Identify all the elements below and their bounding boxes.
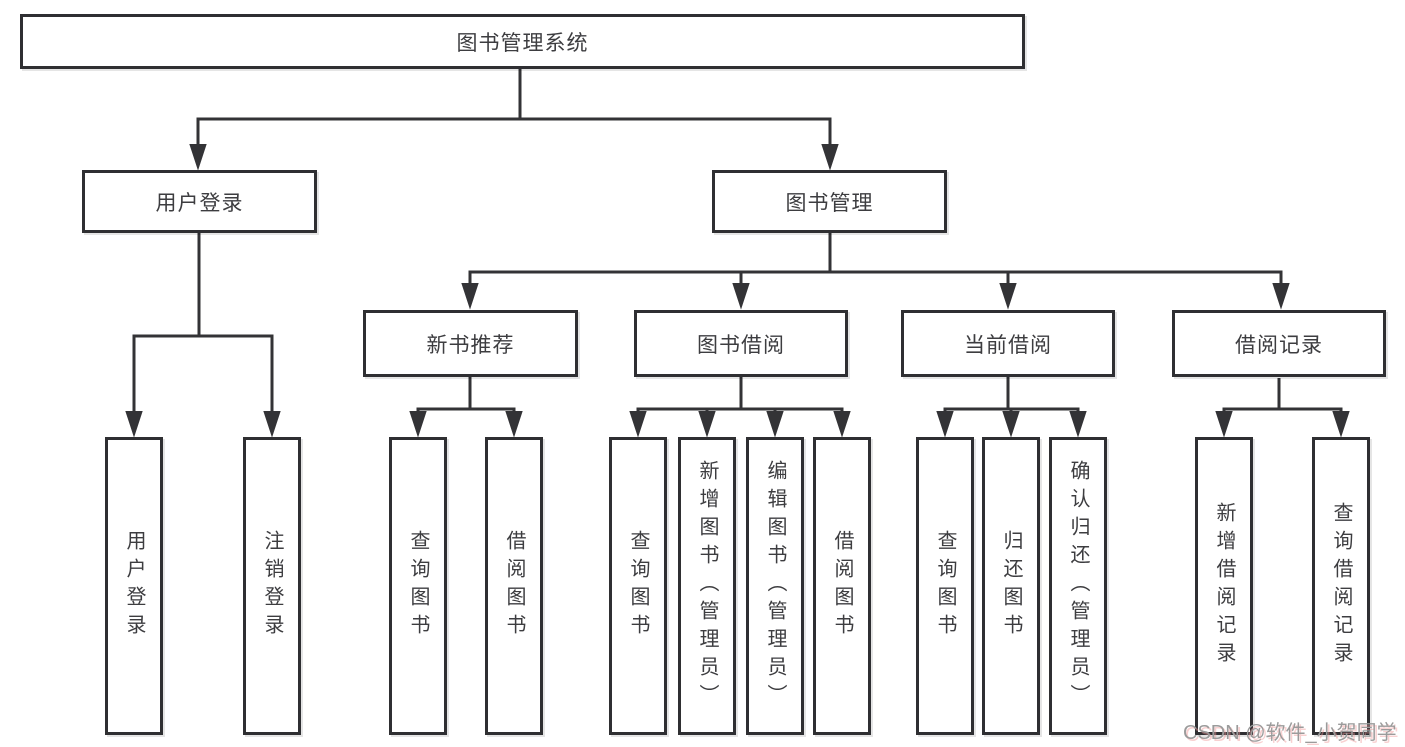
node-label: 用户登录 [123, 530, 145, 642]
leaf-borrow-borrow-books: 借阅图书 [813, 437, 871, 735]
arrow-down-icon [833, 411, 851, 438]
arrow-down-icon [732, 283, 750, 310]
arrow-down-icon [1002, 411, 1020, 438]
leaf-logout: 注销登录 [243, 437, 301, 735]
node-label: 图书管理 [785, 191, 874, 215]
arrow-down-icon [409, 411, 427, 438]
arrow-down-icon [999, 283, 1017, 310]
arrowheads [125, 144, 1350, 438]
arrow-down-icon [766, 411, 784, 438]
node-label: 查询图书 [627, 530, 649, 642]
node-label: 新增借阅记录 [1213, 502, 1235, 670]
node-new-book-recommendation: 新书推荐 [363, 310, 578, 377]
leaf-recommend-borrow-books: 借阅图书 [485, 437, 543, 735]
arrow-down-icon [629, 411, 647, 438]
node-label: 图书管理系统 [456, 31, 589, 55]
leaf-borrow-add-books-admin: 新增图书（管理员） [678, 437, 736, 735]
node-label: 查询图书 [407, 530, 429, 642]
node-label: 归还图书 [1000, 530, 1022, 642]
node-book-management: 图书管理 [712, 170, 947, 233]
arrow-down-icon [936, 411, 954, 438]
arrow-down-icon [1272, 283, 1290, 310]
leaf-current-confirm-return-admin: 确认归还（管理员） [1049, 437, 1107, 735]
node-current-borrowing: 当前借阅 [901, 310, 1115, 377]
arrow-down-icon [821, 144, 839, 171]
node-label: 新书推荐 [426, 333, 515, 357]
node-label: 查询借阅记录 [1330, 502, 1352, 670]
node-borrowing-records: 借阅记录 [1172, 310, 1386, 377]
node-label: 借阅图书 [503, 530, 525, 642]
node-label: 用户登录 [155, 191, 244, 215]
node-label: 借阅图书 [831, 530, 853, 642]
arrow-down-icon [1069, 411, 1087, 438]
watermark: CSDN @软件_小贺同学 [1183, 722, 1397, 744]
arrow-down-icon [461, 283, 479, 310]
node-label: 注销登录 [261, 530, 283, 642]
node-user-login: 用户登录 [82, 170, 317, 233]
arrow-down-icon [505, 411, 523, 438]
leaf-current-query-books: 查询图书 [916, 437, 974, 735]
leaf-records-query-record: 查询借阅记录 [1312, 437, 1370, 735]
node-book-borrowing: 图书借阅 [634, 310, 848, 377]
arrow-down-icon [189, 144, 207, 171]
arrow-down-icon [125, 411, 143, 438]
node-label: 借阅记录 [1235, 333, 1323, 357]
arrow-down-icon [263, 411, 281, 438]
node-label: 查询图书 [934, 530, 956, 642]
node-library-system: 图书管理系统 [20, 14, 1025, 69]
leaf-records-add-record: 新增借阅记录 [1195, 437, 1253, 735]
node-label: 编辑图书（管理员） [764, 460, 786, 712]
arrow-down-icon [1215, 411, 1233, 438]
leaf-current-return-books: 归还图书 [982, 437, 1040, 735]
node-label: 当前借阅 [964, 333, 1052, 357]
node-label: 确认归还（管理员） [1067, 460, 1089, 712]
node-label: 新增图书（管理员） [696, 460, 718, 712]
leaf-borrow-query-books: 查询图书 [609, 437, 667, 735]
leaf-recommend-query-books: 查询图书 [389, 437, 447, 735]
arrow-down-icon [1332, 411, 1350, 438]
arrow-down-icon [698, 411, 716, 438]
leaf-user-login: 用户登录 [105, 437, 163, 735]
node-label: 图书借阅 [697, 333, 785, 357]
leaf-borrow-edit-books-admin: 编辑图书（管理员） [746, 437, 804, 735]
